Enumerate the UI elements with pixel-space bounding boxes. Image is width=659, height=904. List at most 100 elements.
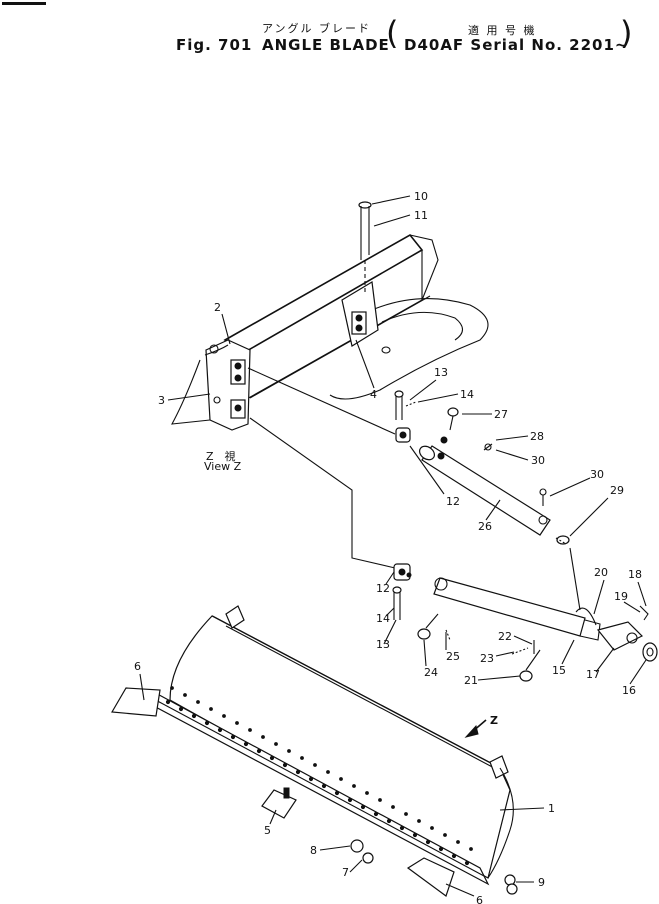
- bolt-hole: [386, 818, 392, 824]
- bolt-hole: [378, 798, 382, 802]
- leader-line: [549, 477, 591, 497]
- leader-line: [629, 659, 647, 685]
- blade-bolt-holes: [165, 686, 473, 866]
- callout-21: 21: [464, 674, 478, 687]
- leader-line: [495, 651, 515, 657]
- bolt-hole: [425, 839, 431, 845]
- bolt-hole: [295, 769, 301, 775]
- bolt-hole: [165, 699, 171, 705]
- bolt-hole: [334, 790, 340, 796]
- arrow-label: Z: [490, 714, 498, 727]
- leader-line: [561, 639, 575, 665]
- callout-8: 8: [310, 844, 317, 857]
- callout-10: 10: [414, 190, 428, 203]
- bolt-hole: [282, 762, 288, 768]
- leader-line: [495, 435, 529, 441]
- bolt-hole: [451, 853, 457, 859]
- callout-17: 17: [586, 668, 600, 681]
- header-rule: [2, 2, 46, 5]
- bolt-hole: [248, 728, 252, 732]
- bolt-hole: [300, 756, 304, 760]
- callout-14: 14: [376, 612, 390, 625]
- page-title: ANGLE BLADE: [262, 36, 390, 54]
- leader-line: [269, 809, 277, 825]
- bolt-hole: [404, 812, 408, 816]
- leader-line: [385, 571, 395, 585]
- bolt-hole: [204, 720, 210, 726]
- bolt-hole: [321, 783, 327, 789]
- bolt-hole: [287, 749, 291, 753]
- bolt-hole: [430, 826, 434, 830]
- bolt-hole: [339, 777, 343, 781]
- bolt-hole: [235, 721, 239, 725]
- leader-line: [385, 607, 395, 617]
- view-z-japanese: Z 視: [206, 449, 236, 463]
- callout-19: 19: [614, 590, 628, 603]
- leader-line: [167, 393, 211, 401]
- bolt-hole: [178, 706, 184, 712]
- leader-line: [499, 807, 545, 811]
- leader-line: [593, 579, 605, 615]
- leader-line: [637, 581, 647, 607]
- leader-line: [485, 499, 501, 521]
- bolt-hole: [391, 805, 395, 809]
- leader-line: [423, 639, 427, 667]
- bolt-hole: [313, 763, 317, 767]
- frame-assembly: [171, 233, 489, 431]
- callout-29: 29: [610, 484, 624, 497]
- bolt-hole: [464, 860, 470, 866]
- callout-22: 22: [498, 630, 512, 643]
- view-z-english: View Z: [204, 460, 242, 473]
- bolt-hole: [217, 727, 223, 733]
- callout-25: 25: [446, 650, 460, 663]
- bolt-hole: [399, 825, 405, 831]
- callout-4: 4: [370, 388, 377, 401]
- japanese-title: アングル ブレード: [262, 22, 372, 35]
- right-paren: ): [620, 14, 633, 52]
- callout-6: 6: [134, 660, 141, 673]
- bolt-hole: [222, 714, 226, 718]
- callout-1: 1: [548, 802, 555, 815]
- view-z-arrow: Z: [464, 714, 498, 738]
- pin-10: [358, 201, 372, 292]
- bolt-hole: [438, 846, 444, 852]
- bolt-hole: [209, 707, 213, 711]
- callout-14: 14: [460, 388, 474, 401]
- callout-6: 6: [476, 894, 483, 904]
- bolt-hole: [191, 713, 197, 719]
- blade: [111, 605, 518, 897]
- leader-line: [319, 845, 351, 851]
- callout-3: 3: [158, 394, 165, 407]
- leader-line: [595, 647, 615, 673]
- leader-line: [221, 313, 231, 345]
- bolt-hole: [308, 776, 314, 782]
- bolt-hole: [417, 819, 421, 823]
- cylinder-lower: [392, 547, 658, 682]
- bolt-hole: [274, 742, 278, 746]
- bolt-hole: [469, 847, 473, 851]
- bolt-hole: [170, 686, 174, 690]
- cylinder-26: [395, 407, 570, 545]
- callout-13: 13: [434, 366, 448, 379]
- bolt-hole: [256, 748, 262, 754]
- bolt-hole: [230, 734, 236, 740]
- leader-line: [409, 445, 445, 495]
- bolt-hole: [412, 832, 418, 838]
- callout-12: 12: [376, 582, 390, 595]
- bolt-hole: [360, 804, 366, 810]
- bolt-hole: [365, 791, 369, 795]
- callout-15: 15: [552, 664, 566, 677]
- bolt-hole: [373, 811, 379, 817]
- callout-16: 16: [622, 684, 636, 697]
- callout-7: 7: [342, 866, 349, 879]
- bolt-hole: [326, 770, 330, 774]
- callout-18: 18: [628, 568, 642, 581]
- bolt-hole: [347, 797, 353, 803]
- bolt-hole: [183, 693, 187, 697]
- leader-line: [477, 675, 521, 681]
- bolt-hole: [352, 784, 356, 788]
- callout-12: 12: [446, 495, 460, 508]
- fig-label: Fig. 701: [176, 36, 253, 54]
